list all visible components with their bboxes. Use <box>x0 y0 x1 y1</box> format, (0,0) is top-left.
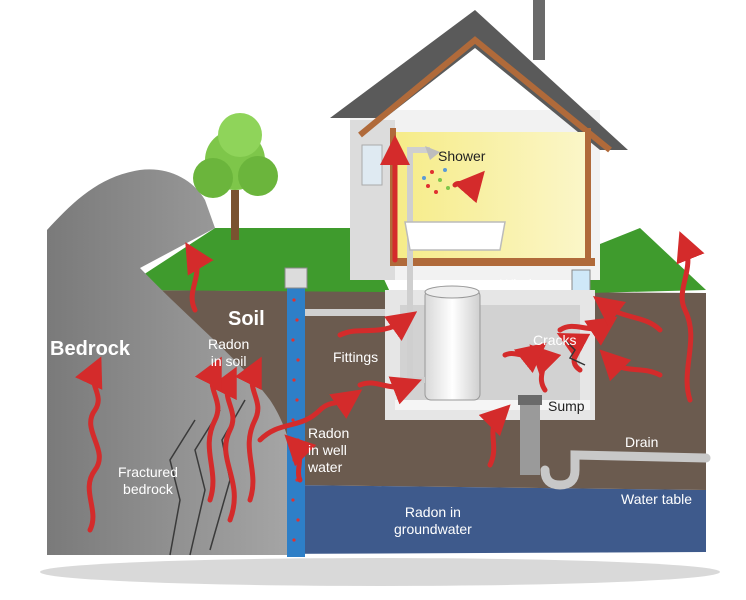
radon-arrow <box>478 404 511 468</box>
radon-arrow <box>209 366 237 523</box>
radon-arrow <box>194 356 222 503</box>
well-pipe <box>284 267 308 557</box>
radon-arrow <box>357 376 422 405</box>
shower-spray <box>422 168 450 194</box>
label-radon-in-groundwater: Radon in groundwater <box>394 504 472 538</box>
roof <box>330 10 628 150</box>
radon-arrow <box>337 311 418 341</box>
sump-pump-icon <box>518 395 542 475</box>
radon-arrow <box>452 170 485 204</box>
room-frame-right <box>585 128 591 263</box>
label-fractured-bedrock: Fractured bedrock <box>118 464 178 498</box>
label-fractured-line1: Fractured <box>118 464 178 480</box>
label-radon-in-soil-line2: in soil <box>210 353 247 369</box>
radon-arrow <box>557 316 618 346</box>
supply-pipe <box>305 309 425 316</box>
bathtub-icon <box>404 221 506 251</box>
label-radon-well-line1: Radon <box>308 425 350 441</box>
grass-right <box>590 228 706 293</box>
label-water-table: Water table <box>621 491 693 507</box>
roof-trim <box>358 36 612 153</box>
label-radon-well-line3: water <box>308 459 343 475</box>
bedrock-layer <box>47 169 305 555</box>
radon-arrow <box>234 356 262 503</box>
wall-cracks <box>564 339 586 366</box>
label-groundwater-line1: Radon in <box>404 504 461 520</box>
radon-arrows <box>75 135 705 533</box>
label-windows: Windows <box>500 276 557 292</box>
side-window <box>361 144 383 186</box>
chimney <box>533 0 545 60</box>
label-groundwater-line2: groundwater <box>394 521 472 537</box>
grass-left <box>120 228 390 292</box>
drain-pipe <box>540 450 711 490</box>
label-radon-in-soil: Radon in soil <box>208 336 249 370</box>
label-soil: Soil <box>228 308 265 330</box>
label-shower: Shower <box>438 148 486 164</box>
label-cracks: Cracks <box>533 332 577 348</box>
radon-arrow <box>529 344 562 393</box>
label-fractured-line2: bedrock <box>123 481 173 497</box>
water-heater-icon <box>424 285 481 401</box>
radon-arrow <box>284 434 317 483</box>
radon-arrow <box>75 356 103 533</box>
label-bedrock: Bedrock <box>50 338 131 360</box>
radon-arrow <box>556 332 591 373</box>
shower-head-icon <box>425 146 440 160</box>
label-radon-in-well-water: Radon in well water <box>308 425 349 476</box>
ground-shadow <box>40 558 720 586</box>
label-drain: Drain <box>625 434 659 450</box>
label-radon-in-soil-line1: Radon <box>208 336 250 352</box>
label-radon-well-line2: in well <box>308 442 347 458</box>
radon-arrow <box>676 231 705 403</box>
radon-arrow <box>185 242 214 313</box>
tree-icon <box>193 113 278 240</box>
radon-arrow <box>599 349 663 382</box>
house-side-wall <box>350 120 395 280</box>
label-fittings: Fittings <box>333 349 379 365</box>
radon-arrow <box>257 389 363 443</box>
radon-arrow <box>502 342 547 374</box>
radon-arrow <box>592 296 663 333</box>
label-sump: Sump <box>548 398 585 414</box>
upper-floor <box>390 258 595 266</box>
